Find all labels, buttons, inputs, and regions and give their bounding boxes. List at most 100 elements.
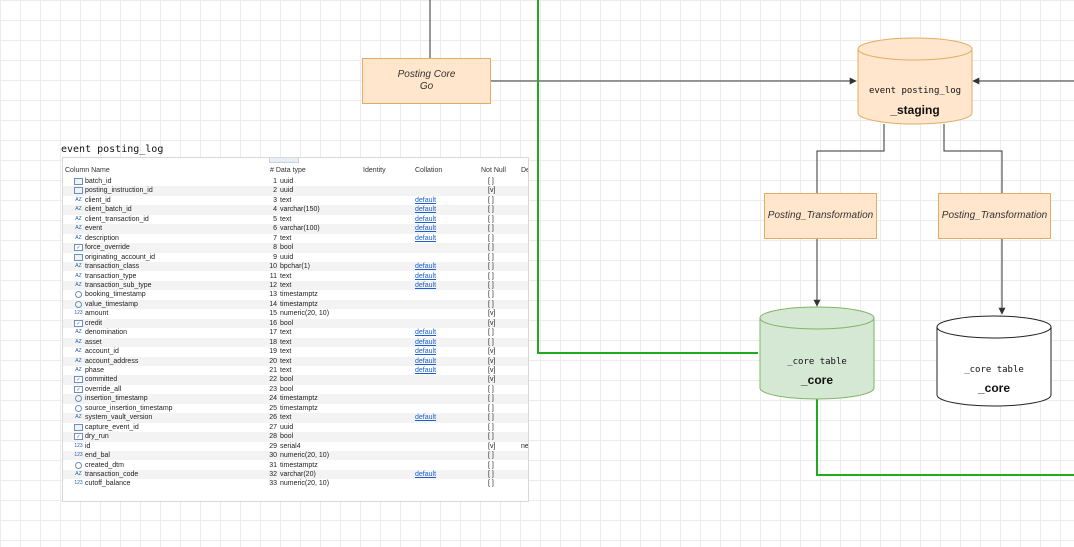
column-type: text xyxy=(280,281,292,289)
column-type: numeric(20, 10) xyxy=(280,452,330,460)
header-column-name[interactable]: Column Name xyxy=(65,167,110,174)
column-type: bpchar(1) xyxy=(280,263,310,271)
column-collation-link[interactable]: default xyxy=(415,357,437,365)
column-position: 27 xyxy=(269,423,277,431)
posting-transformation-right[interactable]: Posting_Transformation xyxy=(938,193,1051,239)
uuid-icon xyxy=(74,253,83,261)
column-name: cutoff_balance xyxy=(85,480,131,488)
core-database-green[interactable]: _core table _core xyxy=(759,306,875,400)
column-collation-link[interactable]: default xyxy=(415,338,437,346)
column-not-null: [ ] xyxy=(488,470,494,478)
column-type: timestamptz xyxy=(280,461,318,469)
table-schema-panel: Column Name # Data type Identity Collati… xyxy=(62,157,529,502)
header-collation[interactable]: Collation xyxy=(415,167,443,174)
column-name: phase xyxy=(85,367,105,374)
column-collation-link[interactable]: default xyxy=(415,414,437,422)
column-collation-link[interactable]: default xyxy=(415,329,437,337)
staging-database[interactable]: event posting_log _staging xyxy=(857,37,973,125)
column-name: asset xyxy=(85,338,102,346)
header-data-type[interactable]: # Data type xyxy=(270,167,306,174)
column-not-null: [ ] xyxy=(488,385,494,393)
column-position: 19 xyxy=(269,348,277,356)
column-position: 14 xyxy=(269,300,277,308)
column-collation-link[interactable]: default xyxy=(415,196,437,204)
posting-core-node[interactable]: Posting Core Go xyxy=(362,58,491,104)
core-database-white[interactable]: _core table _core xyxy=(936,315,1052,407)
column-collation-link[interactable]: default xyxy=(415,470,437,478)
column-type: bool xyxy=(280,385,294,393)
resize-handle[interactable] xyxy=(269,158,299,163)
column-collation-link[interactable]: default xyxy=(415,263,437,271)
column-name: force_override xyxy=(85,244,130,252)
column-collation-link[interactable]: default xyxy=(415,367,437,374)
column-name: account_address xyxy=(85,357,139,365)
column-collation-link[interactable]: default xyxy=(415,206,437,214)
database-cylinder-icon xyxy=(759,306,875,400)
text-icon: AZ xyxy=(75,263,82,270)
column-name: account_id xyxy=(85,348,119,356)
column-name: id xyxy=(85,442,91,450)
column-position: 30 xyxy=(269,452,277,460)
column-position: 29 xyxy=(269,442,277,450)
column-collation-link[interactable]: default xyxy=(415,281,437,289)
column-type: uuid xyxy=(280,423,294,431)
connector-staging-to-transform-right xyxy=(943,124,1003,193)
posting-transformation-left[interactable]: Posting_Transformation xyxy=(764,193,877,239)
column-collation-link[interactable]: default xyxy=(415,272,437,280)
column-name: capture_event_id xyxy=(85,423,139,431)
header-identity[interactable]: Identity xyxy=(363,167,386,174)
column-not-null: [ ] xyxy=(488,281,494,289)
column-collation-link[interactable]: default xyxy=(415,225,437,233)
column-collation-link[interactable]: default xyxy=(415,215,437,223)
column-position: 23 xyxy=(269,385,277,393)
header-not-null[interactable]: Not Null xyxy=(481,167,506,174)
text-icon: AZ xyxy=(75,196,82,203)
column-collation-link[interactable]: default xyxy=(415,234,437,242)
column-collation-link[interactable]: default xyxy=(415,348,437,356)
column-position: 32 xyxy=(269,470,277,478)
column-name: denomination xyxy=(85,329,128,337)
column-not-null: [ ] xyxy=(488,423,494,431)
column-type: timestamptz xyxy=(280,300,318,308)
column-type: bool xyxy=(280,376,294,384)
column-not-null: [v] xyxy=(488,442,496,450)
column-name: booking_timestamp xyxy=(85,291,146,299)
header-default[interactable]: De xyxy=(521,167,528,174)
column-position: 2 xyxy=(273,187,277,195)
staging-table-label: event posting_log xyxy=(868,86,962,96)
